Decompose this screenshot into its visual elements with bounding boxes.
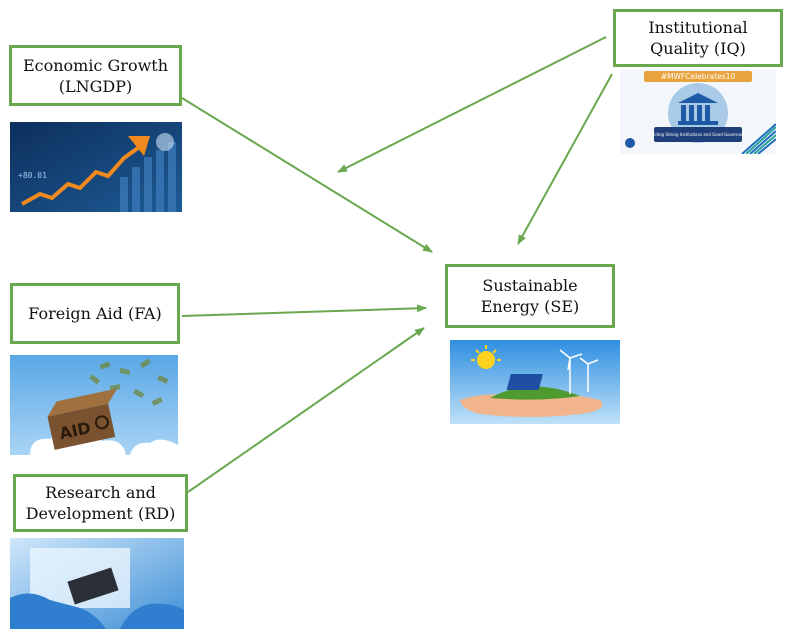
iq-caption-text: Building Strong Institutions and Good Go… (648, 132, 749, 137)
foreign-aid-image: AID (10, 355, 178, 455)
node-institutional-quality: Institutional Quality (IQ) (613, 9, 783, 67)
research-development-image (10, 538, 184, 629)
node-research-development: Research and Development (RD) (13, 474, 188, 532)
node-foreign-aid: Foreign Aid (FA) (10, 283, 180, 344)
arrow-lngdp-to-se (181, 97, 433, 253)
gdp-ticker-text: +80.01 (18, 171, 47, 180)
arrow-iq-to-lngdp (337, 36, 607, 173)
arrow-fa-to-se (181, 304, 427, 317)
arrow-rd-to-se (187, 327, 425, 493)
sustainable-energy-image (450, 340, 620, 424)
arrow-iq-to-se (517, 73, 613, 245)
node-sustainable-energy: Sustainable Energy (SE) (445, 264, 615, 328)
institutional-quality-image: #MWFCelebrates10 Building Strong Institu… (620, 69, 776, 154)
iq-hashtag-text: #MWFCelebrates10 (661, 72, 736, 81)
economic-growth-chart-image: +80.01 (10, 122, 182, 212)
node-economic-growth: Economic Growth (LNGDP) (9, 45, 182, 106)
